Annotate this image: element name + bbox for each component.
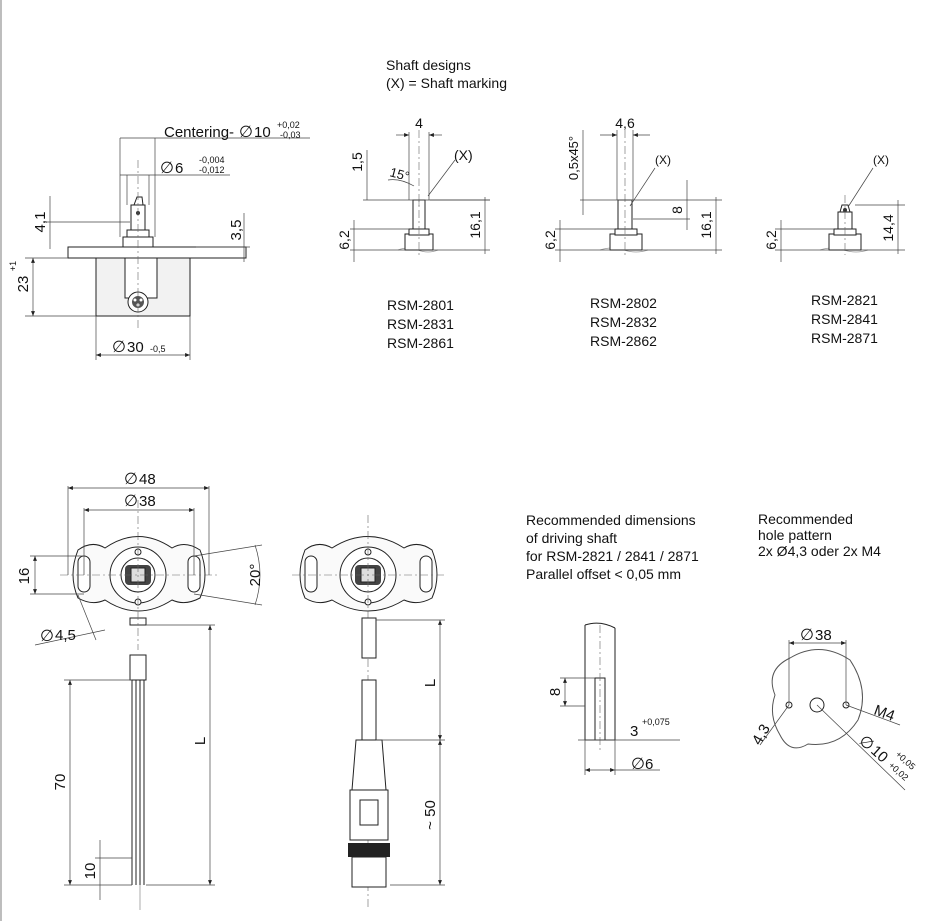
dim-23-tol: +1 [8, 261, 18, 271]
shaft-tol-upper: -0,004 [199, 155, 225, 165]
dim-10: 10 [82, 863, 99, 880]
s2-base: 6,2 [542, 230, 558, 250]
hp-4-3: 4,3 [749, 721, 774, 748]
recommended-shaft: Recommended dimensions of driving shaft … [526, 512, 699, 775]
rec-shaft-line-4: Parallel offset < 0,05 mm [526, 566, 681, 582]
dim-50: ~ 50 [422, 800, 439, 830]
s2-chamfer: 0,5x45° [566, 136, 581, 180]
s2-marking: (X) [655, 153, 671, 167]
shaft-designs-subtitle: (X) = Shaft marking [386, 75, 507, 91]
rec-dim-3-tol: +0,075 [642, 717, 670, 727]
flange [67, 246, 247, 259]
s1-model-1: RSM-2801 [387, 297, 454, 313]
shaft-design-1: 4 1,5 15° (X) 6,2 16,1 RSM-2801 RSM-2831… [336, 115, 490, 351]
body-dia-tol: -0,5 [150, 344, 166, 354]
rec-shaft-line-2: of driving shaft [526, 530, 617, 546]
hole-pattern-line-3: 2x Ø4,3 oder 2x M4 [758, 543, 881, 559]
rec-dim-6: 6 [645, 756, 653, 773]
centering-dia-symbol: ∅ [239, 124, 253, 141]
front-view-connector: L ~ 50 [292, 515, 445, 910]
rec-dim-6-symbol: ∅ [631, 756, 645, 773]
s1-angle: 15° [388, 164, 411, 184]
s3-marking: (X) [873, 153, 889, 167]
s2-model-1: RSM-2802 [590, 295, 657, 311]
s3-length: 14,4 [880, 214, 896, 241]
s2-flat: 8 [669, 206, 685, 214]
s1-base: 6,2 [336, 230, 352, 250]
s1-model-3: RSM-2861 [387, 335, 454, 351]
front-view-cable: ∅ 48 ∅ 38 16 20° ∅ 4,5 L 70 10 [16, 471, 264, 910]
hp-38: 38 [815, 627, 832, 644]
s2-model-2: RSM-2832 [590, 314, 657, 330]
s3-base: 6,2 [763, 230, 779, 250]
dim-4-1: 4,1 [32, 212, 49, 233]
s2-width: 4,6 [615, 115, 635, 131]
dim-L-left: L [192, 737, 209, 745]
s3-model-2: RSM-2841 [811, 311, 878, 327]
dim-70: 70 [52, 774, 69, 791]
dim-23: 23 [15, 276, 32, 293]
dim-4-5: 4,5 [55, 627, 76, 644]
rec-shaft-line-1: Recommended dimensions [526, 512, 696, 528]
shaft-tol-lower: -0,012 [199, 165, 225, 175]
s3-model-3: RSM-2871 [811, 330, 878, 346]
s1-marking: (X) [454, 147, 473, 163]
s2-length: 16,1 [698, 211, 714, 238]
s1-width: 4 [415, 115, 423, 131]
hole-pattern-line-2: hole pattern [758, 527, 832, 543]
dim-16: 16 [16, 568, 33, 585]
centering-tol-upper: +0,02 [277, 120, 300, 130]
centering-label: Centering- [164, 124, 234, 141]
centering-dim: 10 [254, 124, 271, 141]
hp-m4: M4 [872, 702, 897, 725]
dim-48: 48 [139, 471, 156, 488]
shaft-design-2: 4,6 0,5x45° (X) 8 6,2 16,1 RSM-2802 RSM-… [542, 115, 722, 349]
s1-model-2: RSM-2831 [387, 316, 454, 332]
centering-tol-lower: -0,03 [280, 130, 301, 140]
s3-model-1: RSM-2821 [811, 292, 878, 308]
dim-38: 38 [139, 493, 156, 510]
shaft-design-3: (X) 6,2 14,4 RSM-2821 RSM-2841 RSM-2871 [763, 153, 905, 346]
shaft-dia-symbol: ∅ [160, 160, 174, 177]
dim-L-right: L [422, 679, 439, 687]
dim-38-symbol: ∅ [124, 493, 138, 510]
rec-shaft-line-3: for RSM-2821 / 2841 / 2871 [526, 548, 699, 564]
dim-4-5-symbol: ∅ [40, 628, 54, 645]
dim-3-5: 3,5 [228, 220, 245, 241]
s1-length: 16,1 [467, 211, 483, 238]
shaft-dia-dim: 6 [175, 160, 183, 177]
hp-38-symbol: ∅ [800, 627, 814, 644]
hole-pattern: Recommended hole pattern 2x Ø4,3 oder 2x… [749, 511, 917, 791]
rec-dim-8: 8 [547, 688, 564, 696]
shaft-designs-title: Shaft designs [386, 57, 471, 73]
body-dia-dim: 30 [127, 339, 144, 356]
s1-h1: 1,5 [349, 152, 365, 172]
side-view: Centering- ∅ 10 +0,02 -0,03 ∅ 6 -0,004 -… [8, 120, 310, 360]
s2-model-3: RSM-2862 [590, 333, 657, 349]
body-dia-symbol: ∅ [112, 339, 126, 356]
dim-20deg: 20° [247, 564, 264, 587]
rec-dim-3: 3 [630, 723, 638, 740]
dim-48-symbol: ∅ [124, 471, 138, 488]
hole-pattern-line-1: Recommended [758, 511, 853, 527]
